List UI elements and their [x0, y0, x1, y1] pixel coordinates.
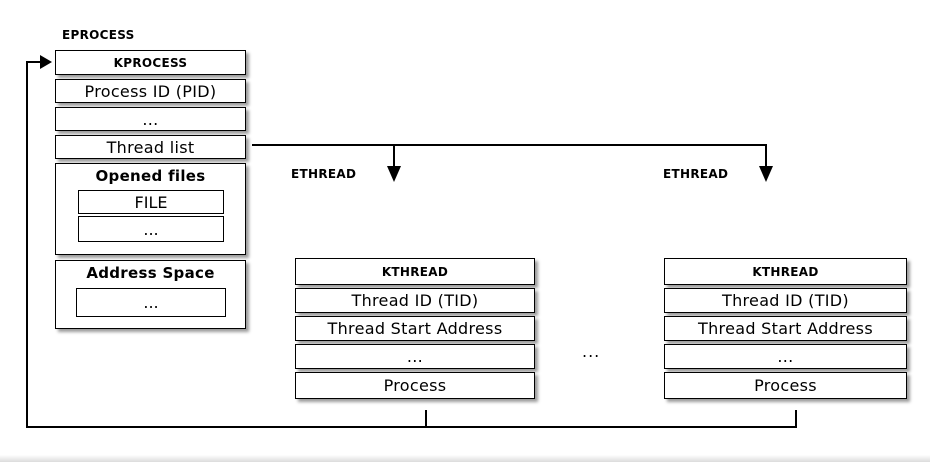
opened-files-ellipsis-box: ... [78, 216, 224, 242]
file-box: FILE [78, 190, 224, 214]
bottom-edge-shadow [0, 455, 930, 462]
feedback-bottom-line [26, 426, 797, 428]
process-row: Process [295, 372, 535, 399]
kthread-row: KTHREAD [664, 258, 907, 285]
process-id-row: Process ID (PID) [55, 79, 246, 103]
feedback-top-line [26, 61, 41, 63]
process-row: Process [664, 372, 907, 399]
feedback-left-line [26, 61, 28, 428]
opened-files-container: Opened files FILE ... [55, 163, 246, 255]
eprocess-label: EPROCESS [62, 28, 135, 42]
between-ethreads-ellipsis: ... [582, 342, 601, 361]
thread-list-end-line [765, 145, 767, 167]
ethread-ellipsis-row: ... [295, 344, 535, 369]
kprocess-row: KPROCESS [55, 50, 246, 75]
thread-id-row: Thread ID (TID) [295, 288, 535, 313]
eprocess-ellipsis-row: ... [55, 107, 246, 131]
process-stub-line-right [795, 410, 797, 426]
arrow-down-icon [759, 166, 773, 182]
address-space-title: Address Space [86, 264, 215, 282]
opened-files-title: Opened files [95, 167, 206, 185]
address-space-container: Address Space ... [55, 260, 246, 329]
ethread-left-label: ETHREAD [291, 167, 357, 181]
address-space-ellipsis-box: ... [76, 288, 226, 317]
arrow-down-icon [387, 166, 401, 182]
kthread-row: KTHREAD [295, 258, 535, 285]
process-stub-line-middle [425, 410, 427, 426]
ethread-right-label: ETHREAD [663, 167, 729, 181]
thread-list-row: Thread list [55, 135, 246, 159]
thread-start-address-row: Thread Start Address [664, 316, 907, 341]
arrow-right-icon [40, 55, 52, 69]
ethread-ellipsis-row: ... [664, 344, 907, 369]
thread-list-connector-line [252, 144, 767, 146]
thread-start-address-row: Thread Start Address [295, 316, 535, 341]
thread-id-row: Thread ID (TID) [664, 288, 907, 313]
thread-list-branch-line [393, 145, 395, 167]
